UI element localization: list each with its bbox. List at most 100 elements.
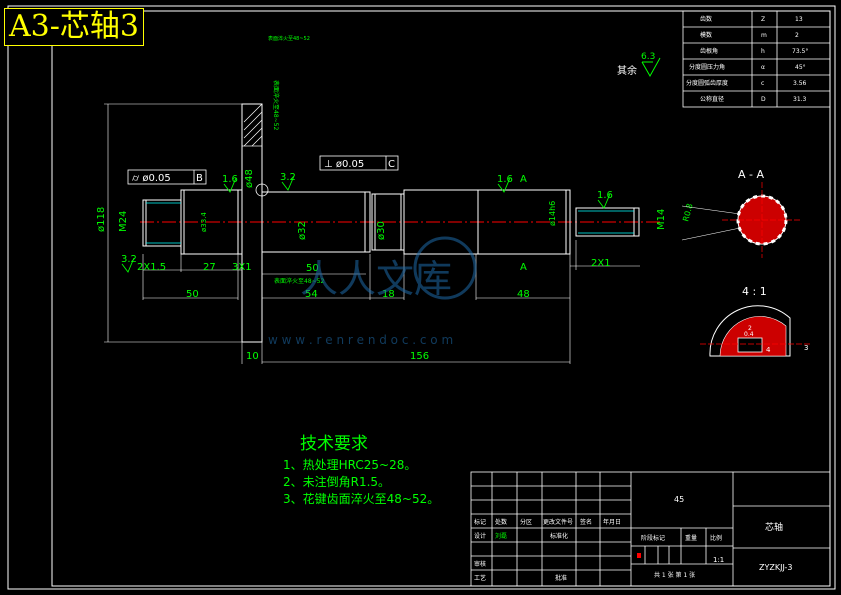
param-row-4-val: 3.56 bbox=[793, 80, 807, 87]
shaft-body bbox=[142, 103, 640, 343]
param-row-3-sym: α bbox=[761, 64, 765, 71]
dim-ra16b: 1.6 bbox=[497, 174, 513, 185]
param-row-5-val: 31.3 bbox=[793, 96, 807, 103]
sec-mark-top: A bbox=[520, 174, 527, 185]
dim-d48: ø48 bbox=[244, 169, 255, 188]
roughness-default-label: 其余 bbox=[617, 64, 637, 77]
dim-d30: ø30 bbox=[376, 221, 387, 240]
param-row-1-val: 2 bbox=[795, 32, 799, 39]
dimension-texts: ø118 M24 ø48 ø33.4 ø32 ø30 ø14h6 M14 R0.… bbox=[96, 35, 695, 362]
thread-lines bbox=[146, 202, 634, 244]
detail-d4: 2 bbox=[748, 325, 752, 332]
tol-a-value: ⌭ ø0.05 bbox=[132, 173, 171, 184]
tb-change-doc: 更改文件号 bbox=[543, 518, 573, 526]
tb-standardize: 标准化 bbox=[550, 532, 568, 540]
param-row-2-val: 73.5° bbox=[792, 48, 808, 55]
dim-2x1: 2X1 bbox=[591, 258, 611, 269]
section-view-aa: A - A bbox=[681, 168, 802, 258]
dim-2x15: 2X1.5 bbox=[137, 262, 166, 273]
dim-d118: ø118 bbox=[96, 207, 107, 232]
tech-item-2: 3、花键齿面淬火至48~52。 bbox=[283, 491, 439, 506]
dim-note-vertical-2: 表面淬火至48~52 bbox=[268, 35, 310, 42]
dim-ra16c: 1.6 bbox=[597, 190, 613, 201]
param-row-4-sym: c bbox=[761, 80, 764, 87]
param-row-5-name: 公称直径 bbox=[700, 95, 724, 103]
dim-156: 156 bbox=[410, 351, 429, 362]
tb-part-name: 芯轴 bbox=[765, 521, 783, 533]
tol-a-ref: B bbox=[196, 173, 203, 184]
dim-10: 10 bbox=[246, 351, 259, 362]
collar-section bbox=[241, 103, 263, 147]
dim-50a: 50 bbox=[186, 289, 199, 300]
tb-craft: 工艺 bbox=[474, 574, 486, 582]
param-table-text: 齿数 Z 13 模数 m 2 齿根角 h 73.5° 分度圆压力角 α 45° … bbox=[686, 15, 808, 103]
detail-d1: 0.4 bbox=[744, 331, 754, 338]
param-row-0-sym: Z bbox=[761, 16, 765, 23]
title-block bbox=[470, 471, 831, 587]
param-row-0-val: 13 bbox=[795, 16, 803, 23]
roughness-default: 其余 6.3 bbox=[617, 52, 661, 78]
dim-50b: 50 bbox=[306, 263, 319, 274]
dim-d32: ø32 bbox=[297, 221, 308, 240]
param-row-4-name: 分度圆弧齿厚度 bbox=[686, 79, 728, 87]
tb-scale: 1:1 bbox=[713, 556, 724, 564]
dim-54: 54 bbox=[305, 289, 318, 300]
tb-mark: 标记 bbox=[474, 518, 486, 526]
roughness-default-value: 6.3 bbox=[641, 52, 655, 62]
detail-circle bbox=[255, 183, 269, 197]
tech-item-1: 2、未注倒角R1.5。 bbox=[283, 474, 390, 489]
tb-drawing-no: ZYZKJJ-3 bbox=[759, 563, 793, 572]
param-row-3-name: 分度圆压力角 bbox=[689, 63, 725, 71]
detail-view: 4 : 1 0.4 4 3 2 bbox=[700, 285, 812, 357]
tb-sign: 签名 bbox=[580, 518, 592, 526]
param-row-0-name: 齿数 bbox=[700, 15, 712, 23]
tb-stage-mark: 阶段标记 bbox=[641, 534, 665, 542]
title-block-text: 45 芯轴 ZYZKJJ-3 1:1 共 1 张 第 1 张 标记 处数 分区 … bbox=[474, 495, 793, 582]
tol-b-ref: C bbox=[388, 159, 395, 170]
tech-title: 技术要求 bbox=[300, 434, 368, 454]
watermark-cn: 人人文库 bbox=[300, 257, 452, 301]
outer-border bbox=[7, 5, 836, 590]
tb-weight: 重量 bbox=[685, 534, 697, 542]
tb-ratio: 比例 bbox=[710, 534, 722, 542]
dim-d33: ø33.4 bbox=[200, 212, 208, 232]
dim-note-vertical-1: 表面淬火至48~52 bbox=[272, 80, 280, 130]
dim-48: 48 bbox=[517, 289, 530, 300]
dim-m14: M14 bbox=[656, 209, 667, 230]
dim-27: 27 bbox=[203, 262, 216, 273]
dim-d14h6: ø14h6 bbox=[548, 201, 557, 226]
dim-m24: M24 bbox=[118, 211, 129, 232]
tb-material: 45 bbox=[674, 495, 684, 504]
tb-designer: 刘磊 bbox=[495, 532, 507, 540]
tb-count: 处数 bbox=[495, 518, 507, 526]
param-row-2-name: 齿根角 bbox=[700, 47, 718, 55]
tech-requirements: 技术要求 1、热处理HRC25~28。 2、未注倒角R1.5。 3、花键齿面淬火… bbox=[283, 434, 439, 506]
tech-item-0: 1、热处理HRC25~28。 bbox=[283, 458, 416, 472]
roughness-marks bbox=[121, 175, 611, 273]
dim-ra32b: 3.2 bbox=[121, 254, 137, 265]
detail-d3: 3 bbox=[804, 344, 808, 352]
tb-review: 审核 bbox=[474, 560, 486, 568]
tb-date: 年月日 bbox=[603, 518, 621, 526]
drawing-title: A3-芯轴3 bbox=[4, 8, 144, 46]
tolerance-frame-b: ⊥ ø0.05 C bbox=[319, 155, 399, 171]
dim-ra32a: 3.2 bbox=[280, 172, 296, 183]
tb-red-marker bbox=[637, 553, 641, 558]
dim-flame-note: 表面淬火至48~52 bbox=[274, 277, 324, 285]
section-view-label: A - A bbox=[738, 168, 764, 181]
dimension-lines bbox=[104, 103, 640, 364]
param-row-1-sym: m bbox=[761, 32, 767, 39]
tol-b-value: ⊥ ø0.05 bbox=[324, 159, 364, 170]
tb-design: 设计 bbox=[474, 532, 486, 540]
watermark: 人人文库 w w w . r e n r e n d o c . c o m bbox=[268, 236, 477, 347]
inner-border bbox=[51, 10, 831, 587]
param-row-1-name: 模数 bbox=[700, 31, 712, 39]
watermark-url: w w w . r e n r e n d o c . c o m bbox=[268, 333, 453, 347]
tolerance-frame-a: ⌭ ø0.05 B bbox=[127, 169, 207, 185]
param-table bbox=[682, 10, 831, 108]
tb-zone: 分区 bbox=[520, 518, 532, 526]
dim-18: 18 bbox=[382, 289, 395, 300]
param-row-3-val: 45° bbox=[795, 64, 806, 71]
param-row-5-sym: D bbox=[761, 96, 766, 103]
